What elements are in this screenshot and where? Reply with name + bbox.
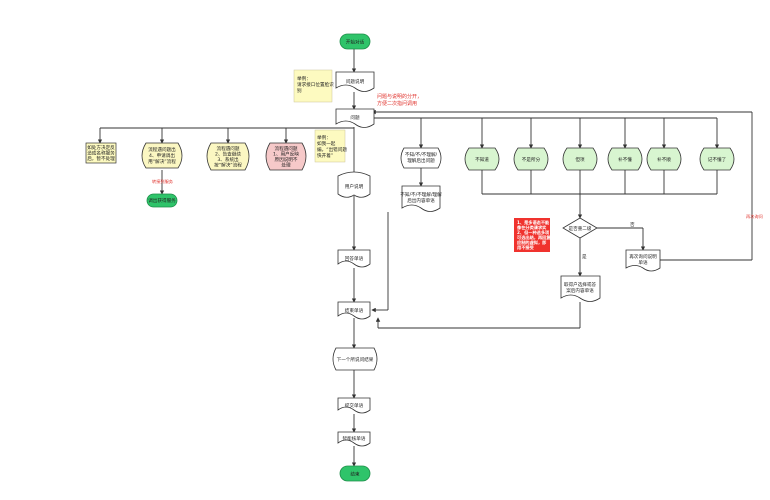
svg-text:快开着”: 快开着” (317, 152, 333, 159)
start-node: 开始对话 (339, 33, 371, 50)
svg-text:编，“出错问题: 编，“出错问题 (317, 146, 347, 153)
pink-flow-c: 流程遇问题 1、用户反映 原因说明不 处理 (265, 142, 307, 171)
svg-text:后，暂不处理: 后，暂不处理 (87, 155, 115, 162)
answer-option-4: 补不懂 (607, 147, 643, 171)
svg-text:方便二次指问调用: 方便二次指问调用 (377, 100, 417, 107)
followup-node: 智能核单语 (337, 431, 371, 447)
svg-text:结束: 结束 (350, 471, 360, 478)
svg-text:举例：: 举例： (297, 75, 311, 82)
svg-text:1、是多语态不能: 1、是多语态不能 (517, 219, 550, 226)
svg-text:不是所分: 不是所分 (522, 156, 541, 163)
svg-text:后出内容单语: 后出内容单语 (407, 197, 435, 204)
svg-text:请求接口位置脸识: 请求接口位置脸识 (297, 81, 334, 88)
confirm-order-node: 回答单语 (337, 249, 371, 268)
recall-card-node: 不知/不/不理解/理解 后出内容单语 (400, 185, 442, 212)
yes-label: 是 (582, 254, 587, 260)
svg-text:取得户选择或答: 取得户选择或答 (564, 281, 597, 288)
svg-text:调出获得服务: 调出获得服务 (148, 197, 176, 204)
next-question-node: 下一个所说问结果 (332, 347, 378, 371)
svg-text:用不接受: 用不接受 (517, 244, 535, 251)
answer-option-5: 补不顺 (646, 147, 682, 171)
svg-text:用“解决”流程: 用“解决”流程 (148, 158, 176, 165)
ask-problem-label: 问题说明 (346, 78, 365, 85)
svg-text:2、但一种选多项: 2、但一种选多项 (517, 229, 550, 236)
svg-text:造成名称服务: 造成名称服务 (87, 150, 115, 157)
judge-diamond: 是否重二级 (562, 217, 598, 239)
note-top: 举例： 请求接口位置脸识 别 (293, 69, 334, 103)
ask-problem-node: 问题说明 (335, 71, 375, 92)
svg-text:智能核单语: 智能核单语 (343, 435, 366, 442)
svg-text:原因说明不: 原因说明不 (275, 156, 298, 163)
red-note: 1、是多语态不能 像在分类请求实 2、但一种选多项 可选出结，再回复 应制的虚拟… (514, 218, 551, 252)
no-label: 否 (630, 222, 635, 228)
svg-text:但项: 但项 (575, 156, 585, 163)
svg-text:流程遇问题: 流程遇问题 (217, 145, 240, 152)
note-mid: 举例： 如我一起 编，“出错问题 快开着” (314, 129, 347, 163)
svg-text:单语: 单语 (638, 259, 648, 266)
svg-text:提交单语: 提交单语 (345, 402, 364, 409)
svg-text:别: 别 (297, 87, 302, 94)
svg-text:不知道: 不知道 (475, 156, 489, 163)
answer-option-3: 但项 (562, 147, 598, 171)
problem-label: 问题 (350, 114, 360, 121)
svg-text:应制的虚拟，即: 应制的虚拟，即 (517, 239, 546, 246)
svg-text:举例：: 举例： (317, 134, 331, 141)
left-info-box: 如处方决定反 造成名称服务 后，暂不处理 (85, 142, 117, 164)
not-understand-node: 不知/不/不理解/ 理解后出问题 (400, 147, 442, 169)
red-caption: 问题与说明的分开， 方便二次指问调用 (377, 93, 422, 107)
svg-text:问题与说明的分开，: 问题与说明的分开， (377, 93, 422, 100)
answer-option-1: 不知道 (464, 147, 500, 171)
retry-node: 再次询问说明 单语 (625, 249, 661, 272)
yellow-flow-b: 流程遇问题 2、告查继续 3、系统出 按“解决”流程 (206, 142, 250, 171)
svg-text:案后内容单语: 案后内容单语 (566, 287, 594, 294)
problem-node: 问题 (335, 108, 375, 128)
svg-text:结束单语: 结束单语 (345, 307, 364, 314)
collect-card-node: 取得户选择或答 案后内容单语 (560, 275, 601, 302)
svg-text:下一个所说问结果: 下一个所说问结果 (337, 356, 374, 363)
transfer-label: 转接到服务 (152, 178, 174, 185)
service-node: 调出获得服务 (146, 193, 178, 208)
svg-text:流程遇问题: 流程遇问题 (275, 145, 298, 152)
answer-option-2: 不是所分 (513, 147, 549, 171)
svg-text:2、告查继续: 2、告查继续 (215, 151, 241, 158)
svg-text:回答单语: 回答单语 (345, 255, 364, 262)
svg-text:流程遇问题出: 流程遇问题出 (148, 146, 176, 153)
svg-text:如处方决定反: 如处方决定反 (87, 144, 115, 151)
svg-text:3、系统出: 3、系统出 (217, 156, 239, 163)
svg-text:1、用户反映: 1、用户反映 (273, 151, 299, 158)
svg-text:按“解决”流程: 按“解决”流程 (214, 162, 242, 169)
svg-text:可选出结，再回复: 可选出结，再回复 (517, 234, 551, 241)
svg-text:是否重二级: 是否重二级 (569, 225, 592, 232)
user-explain-node: 用户说明 (337, 171, 371, 198)
end-node: 结束 (339, 465, 371, 482)
svg-text:记不懂了: 记不懂了 (708, 156, 727, 163)
result-order-node: 结束单语 (337, 301, 371, 320)
svg-text:补不顺: 补不顺 (657, 156, 671, 163)
svg-text:如我一起: 如我一起 (317, 140, 336, 147)
svg-text:不知/不/不理解/理解: 不知/不/不理解/理解 (400, 191, 442, 198)
svg-text:处理: 处理 (281, 162, 291, 169)
svg-text:不知/不/不理解/: 不知/不/不理解/ (405, 151, 438, 158)
submit-order-node: 提交单语 (337, 397, 371, 414)
connectors (97, 49, 753, 467)
svg-text:像在分类请求实: 像在分类请求实 (517, 224, 546, 231)
svg-text:4、申请调出: 4、申请调出 (149, 152, 175, 159)
svg-text:用户说明: 用户说明 (345, 183, 364, 190)
svg-text:补不懂: 补不懂 (618, 156, 632, 163)
svg-text:再次询问说明: 再次询问说明 (629, 253, 657, 260)
side-label: 再次询问 (746, 213, 763, 220)
yellow-flow-a: 流程遇问题出 4、申请调出 用“解决”流程 (141, 142, 183, 169)
svg-text:理解后出问题: 理解后出问题 (407, 157, 435, 164)
answer-option-6: 记不懂了 (699, 147, 735, 171)
start-label: 开始对话 (346, 39, 365, 46)
